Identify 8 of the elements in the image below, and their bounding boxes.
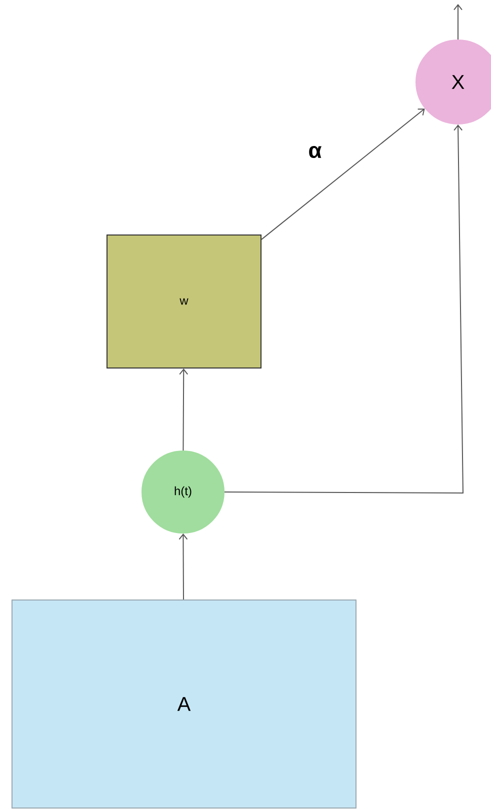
weight-box: w: [106, 234, 262, 368]
arrow: [179, 368, 188, 451]
arrow: [454, 4, 462, 40]
arrow: [261, 108, 425, 240]
input-box: A: [12, 600, 356, 808]
edge-label: α: [307, 144, 323, 160]
arrow: [224, 124, 464, 494]
arrow: [178, 534, 188, 600]
